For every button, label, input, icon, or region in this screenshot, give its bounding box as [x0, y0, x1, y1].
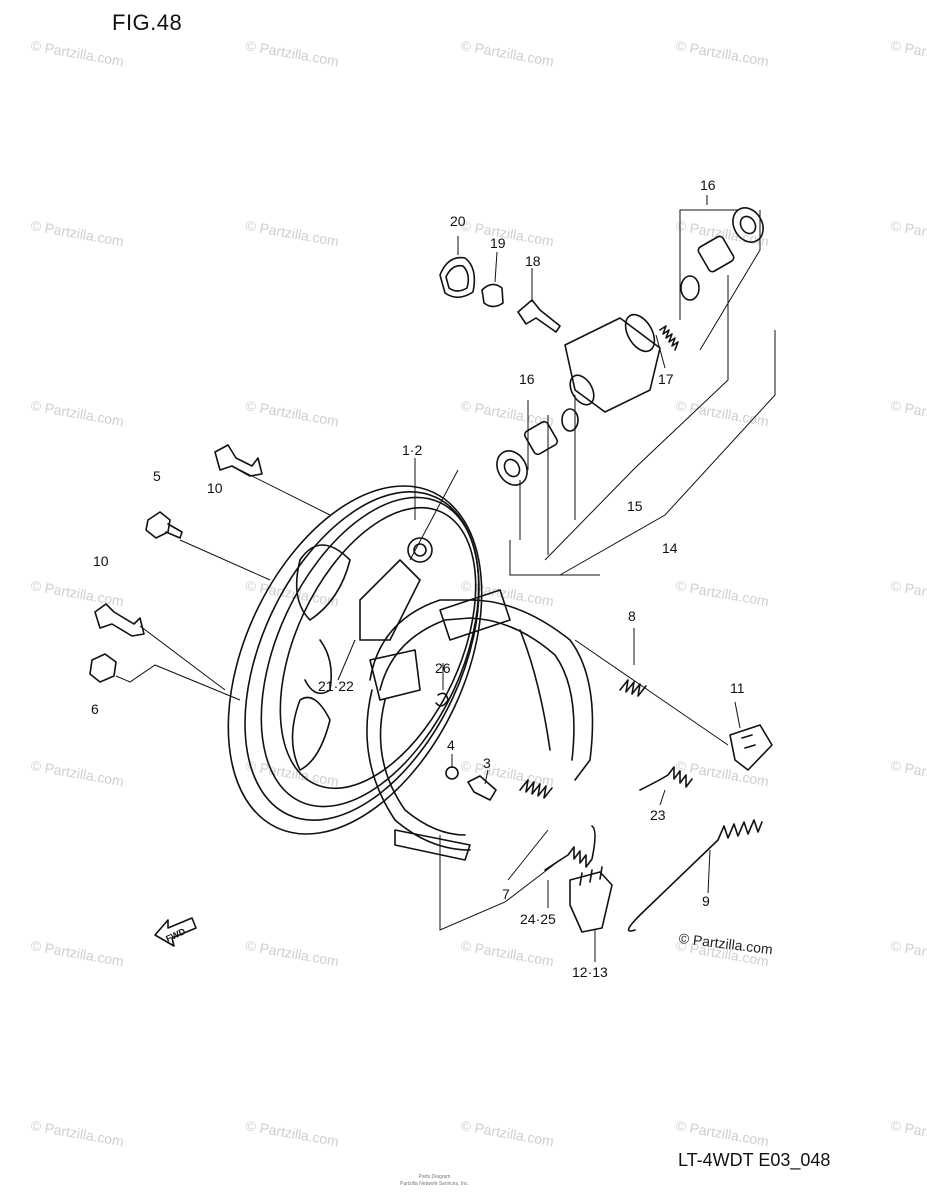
- watermark-text: © Partzilla.com: [244, 1117, 340, 1149]
- watermark-text: © Partzilla.com: [889, 757, 927, 789]
- watermark-text: © Partzilla.com: [889, 937, 927, 969]
- watermark-text: © Partzilla.com: [674, 37, 770, 69]
- watermark-text: © Partzilla.com: [29, 397, 125, 429]
- dust-cap-20: [439, 256, 476, 299]
- watermark-text: © Partzilla.com: [244, 397, 340, 429]
- watermark-text: © Partzilla.com: [889, 577, 927, 609]
- nut-6: [89, 653, 117, 683]
- callout-19: 19: [490, 235, 506, 251]
- callout-26: 26: [435, 660, 451, 676]
- callout-12-13: 12·13: [572, 964, 608, 980]
- callout-16-lower: 16: [519, 371, 535, 387]
- callout-10-lower: 10: [93, 553, 109, 569]
- watermark-text: © Partzilla.com: [29, 217, 125, 249]
- watermark-text: © Partzilla.com: [889, 397, 927, 429]
- callout-6: 6: [91, 701, 99, 717]
- clip-26: [435, 692, 449, 707]
- spring-9: [627, 819, 763, 932]
- watermark-text: © Partzilla.com: [459, 937, 555, 969]
- brake-drum: [227, 485, 483, 835]
- callout-16-upper: 16: [700, 177, 716, 193]
- bleeder-cap-19: [481, 283, 504, 308]
- bleeder-valve-18: [517, 299, 561, 333]
- watermark-text: © Partzilla.com: [674, 1117, 770, 1149]
- watermark-text: © Partzilla.com: [244, 937, 340, 969]
- spring-23: [639, 766, 693, 791]
- callout-7: 7: [502, 886, 510, 902]
- bolt-3: [467, 775, 497, 801]
- watermark-text: © Partzilla.com: [29, 37, 125, 69]
- bolt-10-lower: [94, 603, 145, 637]
- watermark-text: © Partzilla.com: [459, 577, 555, 609]
- callout-4: 4: [447, 737, 455, 753]
- watermark-text: © Partzilla.com: [459, 37, 555, 69]
- callout-20: 20: [450, 213, 466, 229]
- footer-small: Parts Diagram Partzilla Network Services…: [400, 1174, 469, 1187]
- watermark-text: © Partzilla.com: [29, 937, 125, 969]
- watermark-text: © Partzilla.com: [889, 1117, 927, 1149]
- watermark-text: © Partzilla.com: [459, 1117, 555, 1149]
- callout-10-top: 10: [207, 480, 223, 496]
- watermark-text: © Partzilla.com: [889, 37, 927, 69]
- callout-labels: 20 19 18 16 17 16 1·2 5 10 10 6 15 14 8 …: [91, 177, 745, 980]
- callout-24-25: 24·25: [520, 911, 556, 927]
- watermark-text: © Partzilla.com: [244, 217, 340, 249]
- callout-15: 15: [627, 498, 643, 514]
- watermark-text: © Partzilla.com: [459, 757, 555, 789]
- watermark-text: © Partzilla.com: [459, 397, 555, 429]
- callout-5: 5: [153, 468, 161, 484]
- watermark-text: © Partzilla.com: [29, 757, 125, 789]
- callout-11: 11: [730, 680, 745, 696]
- callout-9: 9: [702, 893, 710, 909]
- spring-24-25: [544, 825, 596, 871]
- callout-8: 8: [628, 608, 636, 624]
- watermark-text: © Partzilla.com: [459, 217, 555, 249]
- bolt-10-top: [214, 444, 263, 477]
- figure-title: FIG.48: [112, 10, 183, 35]
- callout-23: 23: [650, 807, 666, 823]
- callout-1-2: 1·2: [402, 442, 422, 458]
- callout-17: 17: [658, 371, 674, 387]
- bolt-5: [145, 511, 183, 539]
- watermark-text: © Partzilla.com: [674, 397, 770, 429]
- fwd-arrow-icon: [154, 917, 197, 947]
- retainer-12-13: [569, 866, 613, 933]
- diagram-code: LT-4WDT E03_048: [678, 1150, 831, 1170]
- callout-18: 18: [525, 253, 541, 269]
- brake-shoe-assembly: [366, 589, 594, 861]
- adjuster-11: [729, 724, 773, 771]
- leader-lines: [115, 195, 776, 962]
- watermark-text: © Partzilla.com: [29, 577, 125, 609]
- watermark-text: © Partzilla.com: [674, 577, 770, 609]
- watermark-text: © Partzilla.com: [244, 37, 340, 69]
- watermark-text: © Partzilla.com: [674, 217, 770, 249]
- watermark-text: © Partzilla.com: [29, 1117, 125, 1149]
- callout-14: 14: [662, 540, 678, 556]
- washer-4: [445, 766, 459, 780]
- watermark-text: © Partzilla.com: [889, 217, 927, 249]
- callout-21-22: 21·22: [318, 678, 354, 694]
- callout-3: 3: [483, 755, 491, 771]
- spring-lower: [519, 779, 553, 799]
- spring-8: [619, 679, 647, 697]
